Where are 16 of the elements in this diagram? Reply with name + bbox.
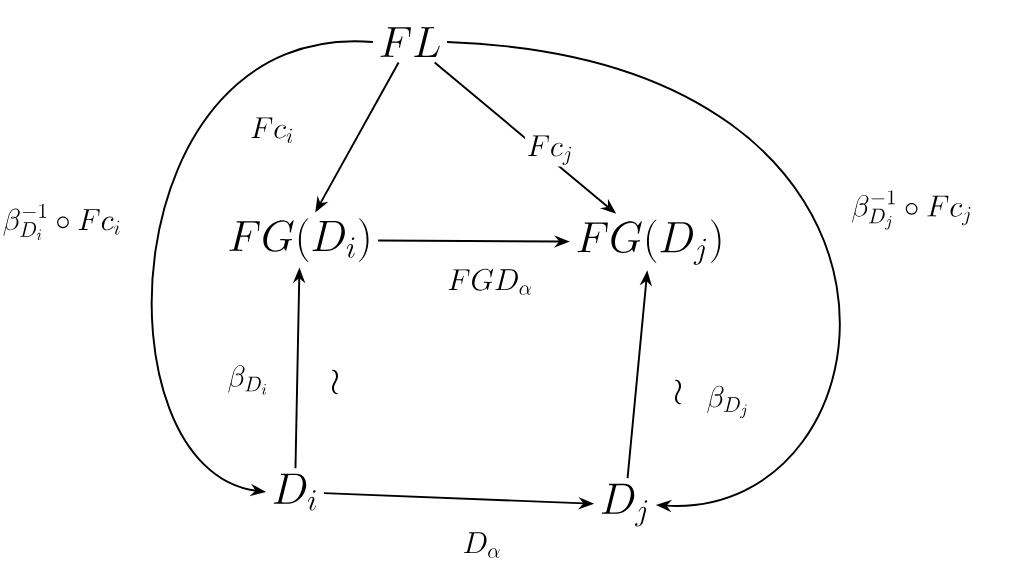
edge-label: $\beta_{D_j}$ [704, 384, 752, 420]
isomorphism-sign: $\wr$ [331, 369, 338, 395]
object-label: $FG(D_i)$ [229, 218, 369, 262]
arrow [446, 41, 840, 513]
object-label: $FG(D_j)$ [577, 219, 721, 265]
edge-label: $\beta_{D_j}^{-1}\circ Fc_j$ [849, 188, 975, 232]
edge-label: $FGD_\alpha$ [445, 267, 535, 297]
object-label: $D_i$ [273, 473, 316, 511]
isomorphism-sign: $\wr$ [674, 379, 681, 405]
edge-label: $\beta_{D_i}$ [225, 363, 271, 397]
edge-label: $D_\alpha$ [460, 530, 504, 560]
edge-label: $\beta_{D_i}^{-1}\circ Fc_i$ [0, 202, 124, 242]
object-label: $FL$ [380, 27, 440, 57]
edge-label: $Fc_j$ [524, 133, 576, 167]
edge-label: $Fc_i$ [248, 115, 296, 145]
object-label: $D_j$ [601, 483, 648, 527]
